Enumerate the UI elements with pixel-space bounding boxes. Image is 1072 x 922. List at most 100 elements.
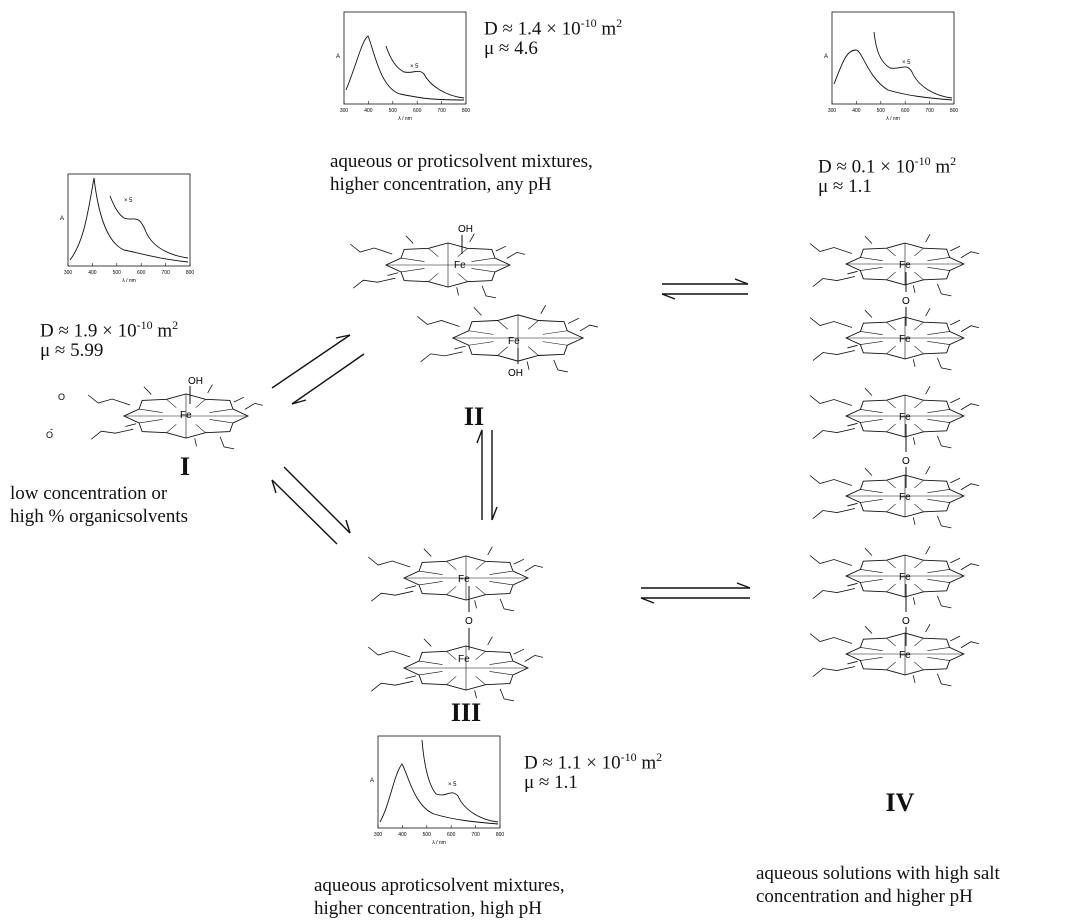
vinyl-group <box>960 251 980 259</box>
porphyrin-ring <box>845 394 965 438</box>
bridge-o-1: O <box>902 296 910 307</box>
fe-5: Fe <box>899 572 911 583</box>
spectrum-scale-label: × 5 <box>410 64 419 70</box>
porphyrin-ring <box>845 632 965 676</box>
bridge-o-2: O <box>902 456 910 467</box>
vinyl-group <box>579 324 598 332</box>
fe-label: Fe <box>180 410 192 421</box>
vinyl-group <box>960 641 980 649</box>
spectrum-x-tick: 300 <box>828 108 837 114</box>
vinyl-group <box>481 285 497 299</box>
spectrum-x-tick: 500 <box>423 832 432 838</box>
mu-III: μ ≈ 1.1 <box>524 772 578 793</box>
spectrum-x-tick: 700 <box>161 270 170 276</box>
fe-top-label: Fe <box>454 260 466 271</box>
diffusion-II: D ≈ 1.4 × 10-10 m2 <box>484 16 623 40</box>
spectrum-frame <box>377 735 501 829</box>
oh-top-label: OH <box>458 224 473 235</box>
propionate-chain <box>371 680 414 692</box>
equilibrium-arrow-I-III <box>271 466 351 545</box>
bridge-o-3: O <box>902 616 910 627</box>
oh-label: OH <box>188 376 203 387</box>
vinyl-group <box>960 483 980 491</box>
propionate-chain <box>353 277 396 289</box>
vinyl-group <box>960 325 980 333</box>
fe-1: Fe <box>899 260 911 271</box>
spectrum-trace <box>345 35 465 101</box>
diffusion-III: D ≈ 1.1 × 10-10 m2 <box>524 750 663 774</box>
spectrum-x-label: λ / nm <box>398 116 412 122</box>
vinyl-group <box>937 435 952 449</box>
spectrum-trace-x5 <box>873 31 953 99</box>
spectrum-frame <box>343 11 467 105</box>
vinyl-group <box>937 283 952 297</box>
equilibrium-arrow-II-III <box>476 429 498 521</box>
spectrum-trace-x5 <box>385 45 465 99</box>
vinyl-group <box>219 436 235 450</box>
propionate-chain <box>809 317 853 328</box>
spectrum-y-label: A <box>60 216 64 222</box>
spectrum-x-tick: 300 <box>64 270 73 276</box>
spectrum-x-tick: 600 <box>137 270 146 276</box>
spectrum-trace <box>379 763 499 825</box>
vinyl-group <box>553 359 568 373</box>
propionate-chain <box>809 633 853 644</box>
spectrum-y-label: A <box>336 54 340 60</box>
propionate-chain <box>87 394 131 406</box>
vinyl-group <box>937 673 952 687</box>
spectrum-frame <box>831 11 955 105</box>
spectrum-x-label: λ / nm <box>122 278 136 284</box>
propionate-chain <box>809 395 853 406</box>
porphyrin-ring <box>845 554 965 598</box>
condition-I: low concentration or high % organicsolve… <box>10 483 189 527</box>
porphyrin-ring <box>845 242 965 286</box>
label-IV: IV <box>885 788 915 817</box>
spectrum-x-tick: 600 <box>447 832 456 838</box>
vinyl-group <box>244 402 263 410</box>
spectrum-x-tick: 500 <box>877 108 886 114</box>
spectrum-trace <box>69 177 189 263</box>
propionate-chain <box>812 508 856 519</box>
spectrum-x-tick: 300 <box>374 832 383 838</box>
propionate-chain <box>809 555 853 566</box>
propionate-chain <box>367 646 411 658</box>
fe-bottom-label: Fe <box>458 654 470 665</box>
vinyl-group <box>524 564 543 572</box>
propionate-chain <box>371 590 414 602</box>
oh-bottom-label: OH <box>508 368 523 379</box>
vinyl-group <box>499 688 515 702</box>
equilibrium-arrow-III-IV <box>640 582 751 604</box>
vinyl-group <box>937 515 952 529</box>
propionate-chain <box>809 475 853 486</box>
bridge-o-label: O <box>465 616 473 627</box>
spectrum-x-label: λ / nm <box>432 840 446 846</box>
fe-4: Fe <box>899 492 911 503</box>
vinyl-group <box>499 598 515 612</box>
vinyl-group <box>960 403 980 411</box>
propionate-chain <box>91 428 134 440</box>
propionate-chain <box>809 243 853 254</box>
diffusion-I: D ≈ 1.9 × 10-10 m2 <box>40 318 179 342</box>
spectrum-frame <box>67 173 191 267</box>
spectrum-y-label: A <box>824 54 828 60</box>
propionate-chain <box>349 243 393 255</box>
charge-label: - <box>50 424 53 434</box>
mu-I: μ ≈ 5.99 <box>40 340 104 361</box>
spectrum-x-tick: 800 <box>186 270 195 276</box>
equilibrium-arrow-II-IV <box>661 278 749 300</box>
mu-IV: μ ≈ 1.1 <box>818 176 872 197</box>
propionate-chain <box>417 316 460 327</box>
spectrum-trace-x5 <box>109 195 189 259</box>
spectrum-trace-x5 <box>421 739 499 823</box>
propionate-chain <box>812 588 856 599</box>
spectrum-x-tick: 700 <box>471 832 480 838</box>
condition-III: aqueous aproticsolvent mixtures, higher … <box>314 875 565 919</box>
carboxylate-o-1: O <box>58 392 65 402</box>
spectrum-x-tick: 800 <box>496 832 505 838</box>
propionate-chain <box>367 556 411 568</box>
propionate-chain <box>812 428 856 439</box>
propionate-chain <box>812 666 856 677</box>
